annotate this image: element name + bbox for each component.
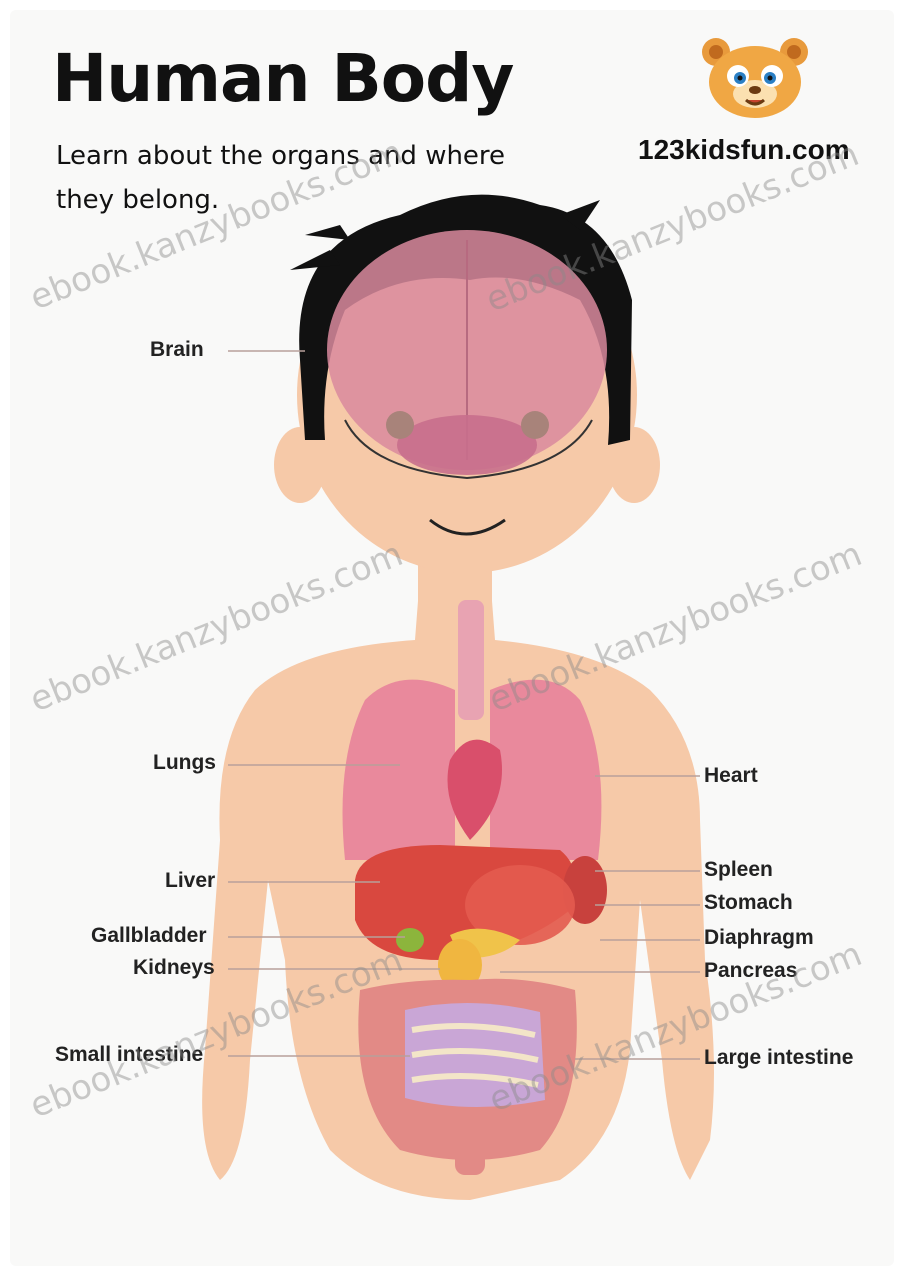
- label-pancreas: Pancreas: [704, 959, 797, 983]
- label-spleen: Spleen: [704, 858, 773, 882]
- label-diaphragm: Diaphragm: [704, 926, 814, 950]
- gallbladder-organ: [396, 928, 424, 952]
- label-large-intestine: Large intestine: [704, 1046, 853, 1070]
- label-kidneys: Kidneys: [133, 956, 215, 980]
- label-lungs: Lungs: [153, 751, 216, 775]
- label-brain: Brain: [150, 338, 204, 362]
- label-small-intestine: Small intestine: [55, 1043, 203, 1067]
- label-liver: Liver: [165, 869, 215, 893]
- label-gallbladder: Gallbladder: [91, 924, 207, 948]
- label-stomach: Stomach: [704, 891, 793, 915]
- label-heart: Heart: [704, 764, 758, 788]
- trachea-organ: [458, 600, 484, 720]
